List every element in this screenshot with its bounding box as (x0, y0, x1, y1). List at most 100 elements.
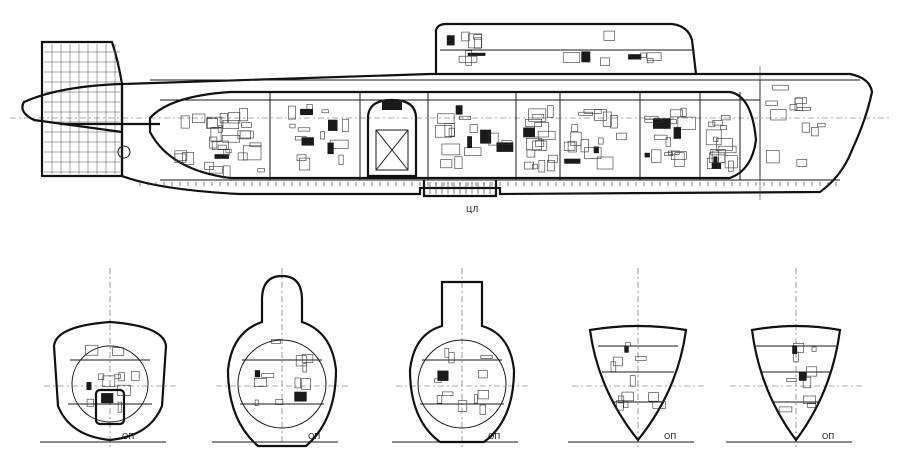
equipment-block (209, 166, 224, 174)
equipment-block (435, 125, 453, 138)
equipment-block (705, 129, 722, 146)
equipment-block (219, 113, 228, 124)
sail (434, 22, 698, 75)
rudder-grid (44, 44, 120, 174)
section-baseline-label: ОП (488, 432, 500, 441)
section-baseline-label: ОП (664, 432, 676, 441)
equipment-block (665, 137, 671, 147)
section-equipment (112, 347, 125, 356)
section-equipment (625, 341, 631, 347)
equipment-block (639, 52, 647, 58)
equipment-block (548, 154, 558, 163)
equipment-block (227, 112, 241, 124)
equipment-block (180, 115, 190, 129)
equipment-block (239, 130, 254, 139)
cross-section-4: ОП (568, 268, 704, 450)
equipment-block (603, 30, 615, 41)
longitudinal-profile: ЦЛ (10, 22, 890, 214)
equipment-block (328, 119, 338, 131)
cross-sections: ОП ОП ОП ОП ОП (40, 268, 862, 450)
section-equipment (101, 393, 114, 404)
equipment-block (461, 31, 470, 42)
equipment-block (720, 125, 728, 130)
equipment-block (458, 55, 478, 63)
section-equipment (301, 378, 311, 390)
section-equipment (802, 395, 816, 404)
equipment-block (525, 138, 542, 151)
equipment-block (765, 100, 778, 106)
equipment-block (467, 136, 472, 149)
equipment-block (644, 118, 664, 123)
equipment-block (616, 132, 627, 141)
section-equipment (618, 395, 625, 404)
equipment-block (646, 52, 662, 61)
section-equipment (480, 354, 493, 359)
equipment-block (469, 124, 478, 133)
section-pressure-hull (71, 345, 149, 423)
equipment-block (473, 34, 483, 40)
section-equipment (792, 345, 798, 354)
equipment-block (249, 142, 262, 148)
profile-label: ЦЛ (466, 205, 478, 214)
equipment-block (667, 150, 680, 155)
equipment-block (584, 147, 602, 160)
section-equipment (802, 376, 812, 389)
equipment-block (300, 108, 313, 116)
section-equipment (616, 400, 624, 411)
section-outer-hull (408, 280, 516, 444)
equipment-block (223, 165, 231, 179)
section-outer-hull (588, 324, 688, 442)
equipment-block (321, 109, 329, 114)
section-equipment (807, 402, 816, 408)
section-equipment (294, 391, 307, 402)
equipment-block (214, 154, 229, 159)
equipment-block (437, 113, 455, 124)
section-pressure-hull (417, 339, 507, 429)
equipment-block (327, 142, 334, 155)
equipment-block (628, 54, 642, 60)
equipment-block (182, 152, 194, 165)
equipment-block (320, 131, 325, 140)
equipment-block (289, 123, 296, 129)
section-baseline-label: ОП (122, 432, 134, 441)
equipment-block (547, 105, 554, 118)
equipment-block (644, 152, 650, 158)
section-equipment (786, 378, 797, 382)
frame-ticks (139, 182, 837, 186)
equipment-block (206, 118, 218, 129)
section-equipment (652, 401, 666, 409)
equipment-block (299, 157, 311, 171)
equipment-block (459, 115, 471, 120)
stern-hatch-circle (117, 145, 131, 159)
equipment-block (713, 156, 718, 164)
equipment-block (192, 113, 206, 123)
section-pressure-hull (237, 339, 327, 429)
equipment-block (593, 146, 599, 154)
section-equipment (629, 375, 636, 387)
equipment-block (204, 161, 214, 170)
section-equipment (436, 395, 443, 404)
equipment-block (217, 125, 223, 133)
equipment-block (680, 107, 687, 117)
cross-section-5: ОП (726, 268, 862, 450)
section-equipment (473, 394, 478, 404)
equipment-block (465, 50, 473, 66)
section-baseline-label: ОП (308, 432, 320, 441)
equipment-block (222, 120, 239, 130)
bulkheads (269, 92, 741, 180)
equipment-block (467, 33, 482, 49)
section-equipment (624, 345, 629, 353)
equipment-block (297, 127, 311, 132)
section-equipment (86, 382, 92, 391)
section-equipment (478, 370, 488, 379)
equipment-block (237, 152, 248, 161)
equipment-block (524, 119, 542, 127)
equipment-block (677, 116, 696, 130)
stern-cone (21, 82, 123, 134)
section-outer-hull (52, 320, 168, 442)
equipment-block (209, 136, 218, 149)
section-equipment (648, 392, 659, 402)
section-equipment (811, 346, 817, 352)
equipment-block (210, 127, 222, 143)
